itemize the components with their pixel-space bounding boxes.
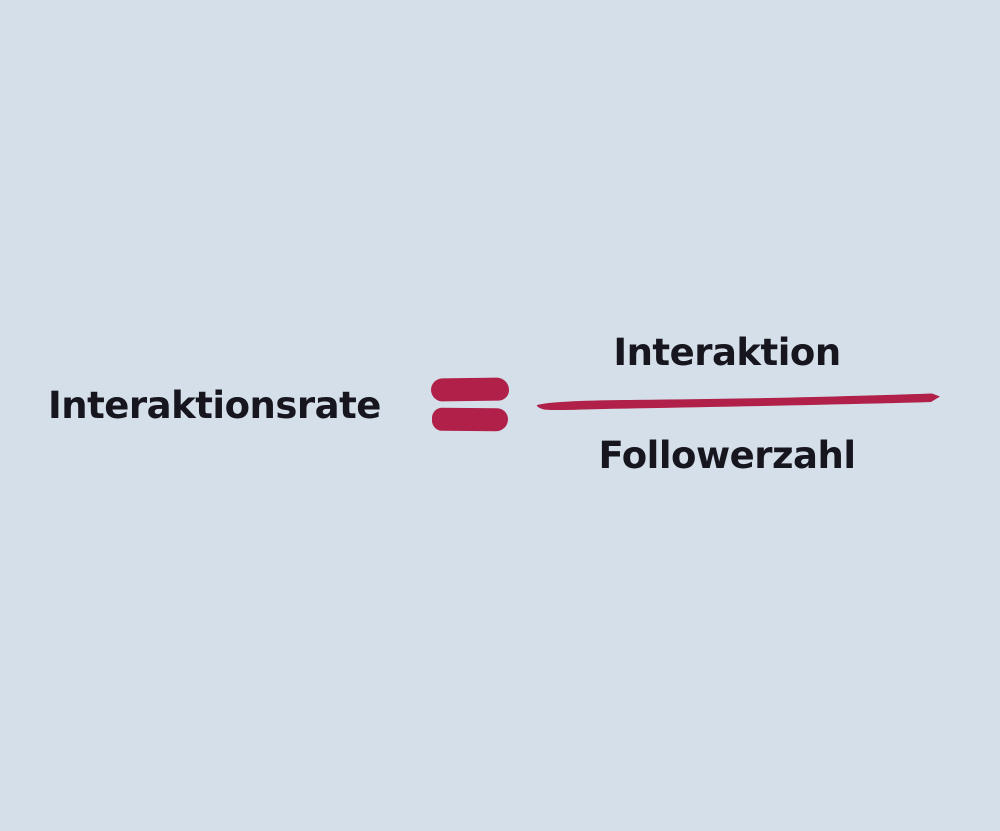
formula-numerator-label: Interaktion — [613, 331, 841, 374]
equals-top-bar — [430, 377, 510, 402]
fraction-bar-icon — [534, 391, 944, 415]
equals-icon — [430, 377, 510, 432]
formula-denominator-label: Followerzahl — [598, 434, 856, 477]
equals-bottom-bar — [431, 407, 509, 432]
formula-lhs-label: Interaktionsrate — [48, 384, 381, 427]
